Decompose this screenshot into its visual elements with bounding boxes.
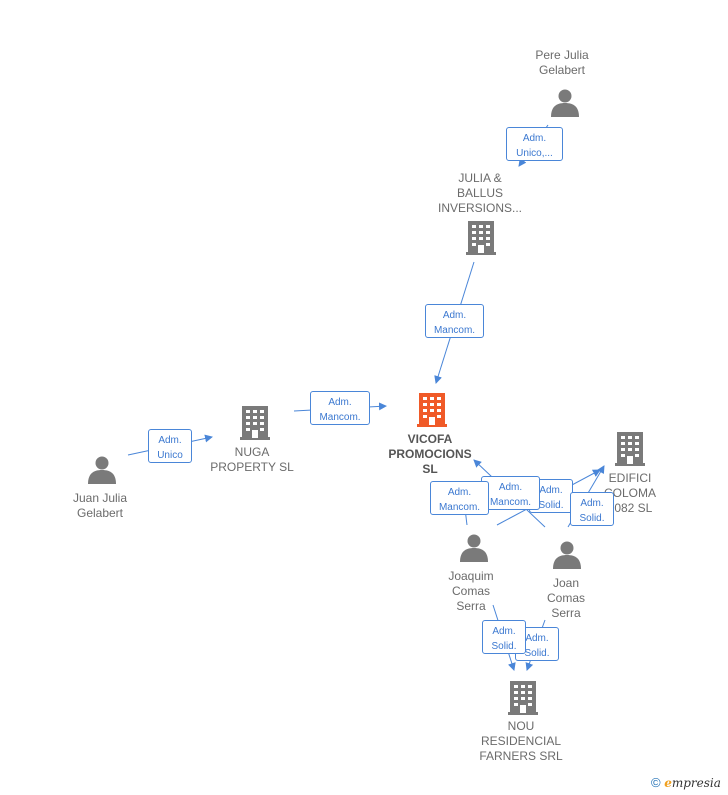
node-label-pere[interactable]: Pere Julia Gelabert [535,48,589,77]
building-icon-vicofa [417,393,447,427]
edge-label-pere-julia[interactable]: Adm. Unico,... [506,127,563,161]
building-icon-nou [508,681,538,715]
building-icon-nuga [240,406,270,440]
node-label-joaquim[interactable]: Joaquim Comas Serra [448,569,494,613]
person-icon-joaquim [460,534,488,562]
edge-label-joan-vicofa[interactable]: Adm. Mancom. [481,476,540,510]
node-label-juan[interactable]: Juan Julia Gelabert [72,491,128,520]
person-icon-juan [88,456,116,484]
edge-label-joaquim-nou[interactable]: Adm. Solid. [482,620,526,654]
edge-label-nuga-vicofa[interactable]: Adm. Mancom. [310,391,370,425]
brand-footer: © empresia [651,775,721,790]
building-icon-edifici [615,432,645,466]
person-icon-pere [551,89,579,117]
node-label-edifici[interactable]: EDIFICI COLOMA 2082 SL [603,471,656,515]
edge-label-joaquim-vicofa[interactable]: Adm. Mancom. [430,481,489,515]
node-label-julia-ballus[interactable]: JULIA & BALLUS INVERSIONS... [437,171,523,215]
node-label-nuga[interactable]: NUGA PROPERTY SL [210,445,294,474]
edge-label-juan-nuga[interactable]: Adm. Unico [148,429,192,463]
building-icon-julia-ballus [466,221,496,255]
brand-logo: empresia [664,776,721,790]
edge-label-joan-edifici[interactable]: Adm. Solid. [570,492,614,526]
node-label-joan[interactable]: Joan Comas Serra [546,576,585,620]
edge-label-julia-vicofa[interactable]: Adm. Mancom. [425,304,484,338]
copyright-icon: © [651,775,661,790]
node-label-vicofa[interactable]: VICOFA PROMOCIONS SL [388,432,472,476]
node-label-nou[interactable]: NOU RESIDENCIAL FARNERS SRL [479,719,563,763]
person-icon-joan [553,541,581,569]
